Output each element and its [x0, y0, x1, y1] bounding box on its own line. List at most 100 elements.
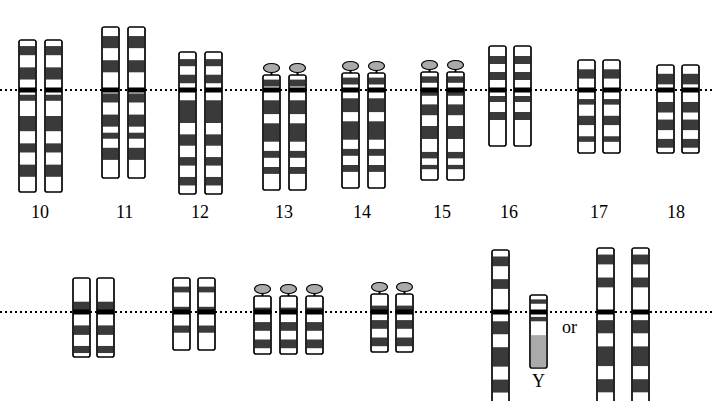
chromosome-band	[206, 177, 222, 186]
chromosome-outline	[342, 73, 359, 188]
centromere	[489, 88, 506, 93]
chromosome-band	[46, 143, 62, 152]
connector-word: or	[562, 318, 577, 336]
chromosome	[682, 65, 699, 153]
chromosome-band	[598, 379, 614, 392]
chromosome-set	[19, 27, 699, 401]
chromosome-band	[20, 67, 36, 79]
chromosome-band	[20, 116, 36, 131]
chromosome-band	[598, 320, 614, 333]
chromosome-band	[369, 98, 385, 112]
chromosome	[578, 60, 595, 153]
chromosome-band	[490, 96, 506, 102]
chromosome-number: 15	[433, 203, 451, 221]
chromosome-band	[515, 56, 531, 64]
satellite	[422, 61, 438, 70]
satellite	[369, 62, 385, 71]
centromere	[198, 310, 215, 315]
chromosome-band	[174, 287, 190, 293]
chromosome-band	[264, 80, 280, 87]
chromosome-outline	[682, 65, 699, 153]
chromosome-band	[448, 104, 464, 115]
chromosome-band	[531, 299, 547, 303]
chromosome-band	[579, 99, 595, 105]
chromosome-outline	[530, 295, 547, 368]
chromosome-band	[206, 59, 222, 66]
chromosome-band	[46, 95, 62, 101]
centromere	[289, 88, 306, 93]
chromosome-band	[369, 165, 385, 172]
chromosome-band	[422, 126, 438, 139]
chromosome-band	[604, 136, 620, 142]
chromosome	[447, 72, 464, 180]
chromosome	[128, 27, 145, 178]
chromosome-band	[74, 302, 90, 314]
chromosome-band	[290, 80, 306, 87]
chromosome-band	[46, 165, 62, 177]
chromosome-band	[74, 346, 90, 353]
chromosome-band	[206, 75, 222, 84]
centromere	[530, 310, 547, 315]
chromosome-outline	[173, 278, 190, 350]
chromosome-number: 14	[353, 203, 371, 221]
chromosome-band	[20, 165, 36, 177]
chromosome-band	[255, 340, 271, 349]
chromosome-number: 11	[116, 203, 133, 221]
chromosome-band	[598, 255, 614, 265]
chromosome-band	[206, 100, 222, 123]
centromere	[514, 88, 531, 93]
chromosome-band	[493, 321, 509, 334]
chromosome-band	[683, 139, 699, 148]
centromere	[578, 88, 595, 93]
satellite	[448, 61, 464, 70]
chromosome-band	[604, 69, 620, 78]
centromere	[179, 88, 196, 93]
centromere	[97, 310, 114, 315]
chromosome-band	[448, 76, 464, 82]
chromosome-band	[307, 340, 323, 349]
chromosome-number: 10	[31, 203, 49, 221]
chromosome-band	[515, 72, 531, 80]
satellite	[264, 64, 280, 73]
chromosome-band	[343, 121, 359, 139]
chromosome-band	[264, 123, 280, 141]
chromosome-band	[20, 95, 36, 101]
chromosome-band	[683, 102, 699, 113]
chromosome-band	[20, 143, 36, 152]
chromosome-band	[343, 149, 359, 156]
chromosome-band	[98, 325, 114, 334]
chromosome-band	[98, 346, 114, 353]
chromosome-band	[74, 325, 90, 334]
chromosome-outline	[603, 60, 620, 153]
chromosome-outline	[263, 75, 280, 190]
chromosome	[179, 52, 196, 194]
chromosome	[371, 294, 388, 352]
chromosome-band	[683, 120, 699, 131]
chromosome-outline	[19, 40, 36, 192]
centromere	[492, 310, 509, 315]
chromosome-band	[448, 165, 464, 169]
chromosome-band	[683, 74, 699, 85]
chromosome-outline	[97, 278, 114, 357]
chromosome-band	[264, 167, 280, 174]
centromere	[73, 310, 90, 315]
chromosome-number: 16	[500, 203, 518, 221]
chromosome-band	[180, 177, 196, 186]
chromosome	[597, 248, 614, 401]
centromere	[632, 310, 649, 315]
chromosome	[102, 27, 119, 178]
chromosome-band	[174, 307, 190, 314]
centromere	[205, 88, 222, 93]
chromosome-band	[490, 72, 506, 80]
chromosome-band	[180, 134, 196, 145]
chromosome-band	[180, 75, 196, 84]
chromosome-band	[493, 279, 509, 289]
chromosome-number: 18	[667, 203, 685, 221]
satellite	[255, 285, 271, 294]
centromere	[657, 88, 674, 93]
chromosome-band	[598, 346, 614, 366]
chromosome-band	[199, 307, 215, 314]
chromosome-number: Y	[532, 372, 545, 390]
chromosome-band	[103, 148, 119, 160]
